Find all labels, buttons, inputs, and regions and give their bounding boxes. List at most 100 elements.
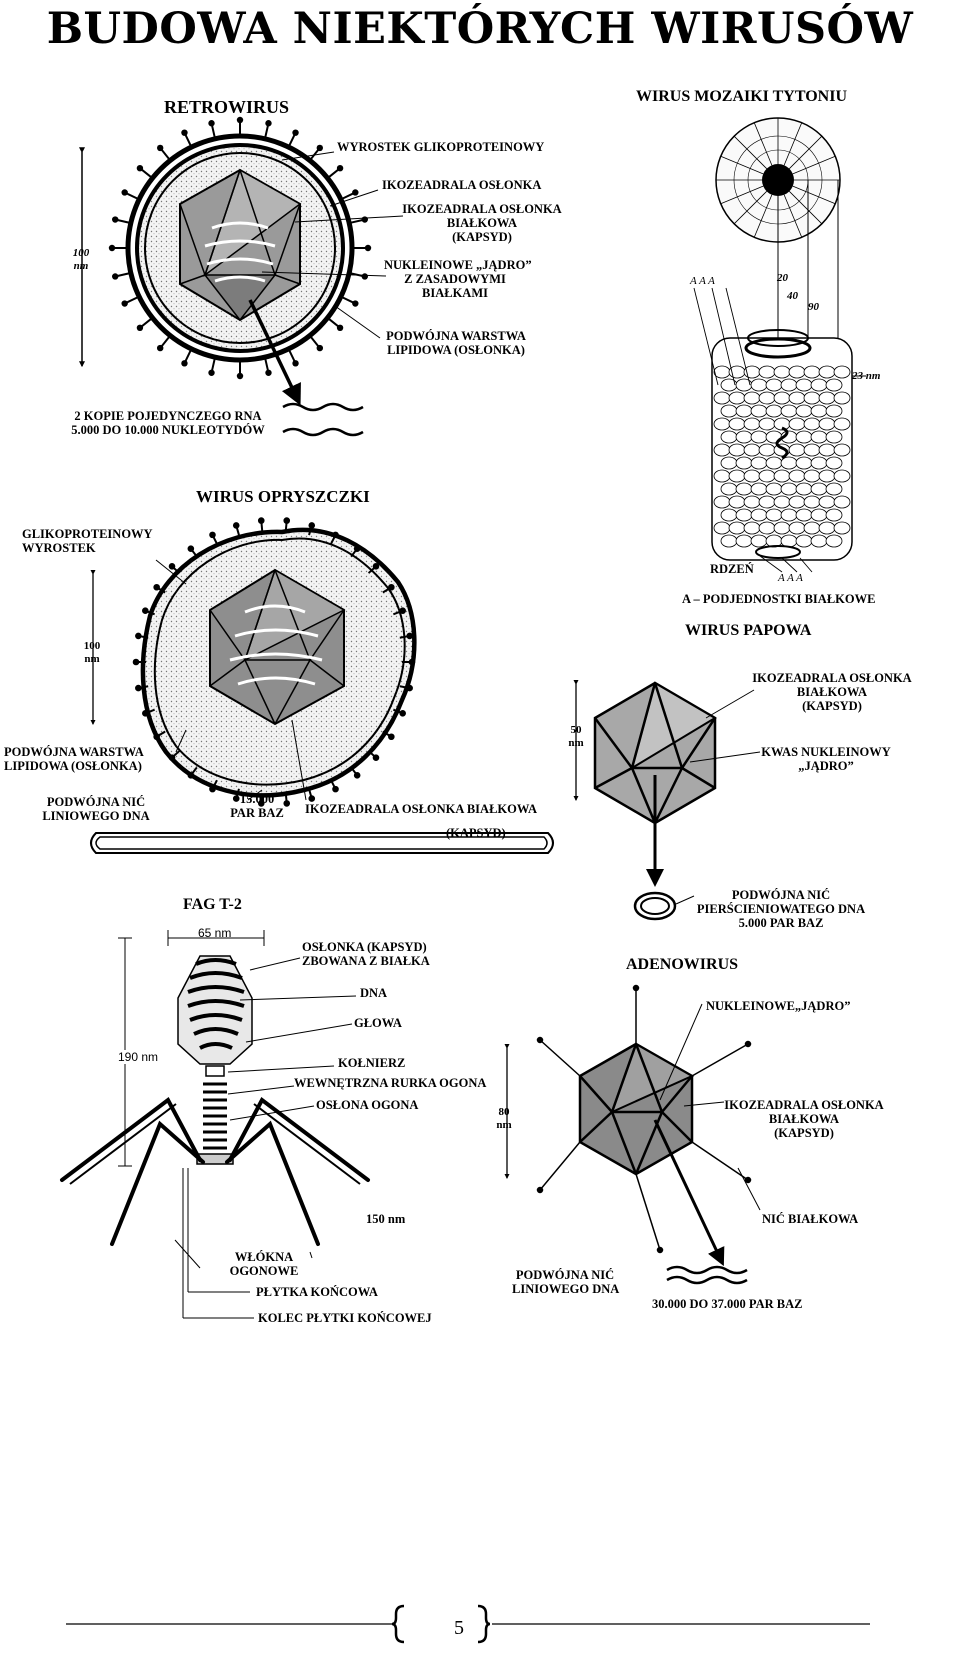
adenovirus-heading: ADENOWIRUS	[626, 956, 739, 973]
herpes-dna-line1: PODWÓJNA NIĆ	[46, 795, 146, 809]
herpes-lipid-line2: LIPIDOWA (OSŁONKA)	[4, 759, 142, 773]
adeno-scale-unit: nm	[496, 1119, 512, 1131]
phage-label-collar: KOŁNIERZ	[338, 1056, 406, 1070]
phage-heading: FAG T-2	[183, 896, 242, 913]
papova-label-nucleic: KWAS NUKLEINOWY „JĄDRO”	[760, 745, 892, 773]
page-number: 5	[454, 1617, 464, 1639]
phage-capsid-line2: ZBOWANA Z BIAŁKA	[302, 954, 430, 968]
retro-capsid-line3: (KAPSYD)	[452, 230, 512, 244]
retro-rna-line2: 5.000 DO 10.000 NUKLEOTYDÓW	[71, 423, 265, 437]
phage-capsid-line1: OSŁONKA (KAPSYD)	[302, 940, 427, 954]
adeno-dna-line2: LINIOWEGO DNA	[512, 1282, 620, 1296]
retro-lipid-line1: PODWÓJNA WARSTWA	[386, 329, 526, 343]
retro-core-line3: BIAŁKAMI	[422, 286, 488, 300]
retro-scale-unit: nm	[73, 260, 89, 272]
phage-drawing	[60, 930, 370, 1319]
phage-dim-65: 65 nm	[198, 926, 232, 940]
adeno-label-dna: PODWÓJNA NIĆ LINIOWEGO DNA	[512, 1268, 620, 1296]
retro-capsid-line1: IKOZEADRALA OSŁONKA	[402, 202, 562, 216]
tmv-a-top: A A A	[690, 275, 715, 287]
herpes-drawing	[90, 517, 554, 854]
papova-dna-line2: PIERŚCIENIOWATEGO DNA	[696, 902, 866, 916]
herpes-dna-line2: LINIOWEGO DNA	[42, 809, 150, 823]
page-title: BUDOWA NIEKTÓRYCH WIRUSÓW	[46, 4, 914, 54]
retro-label-lipid: PODWÓJNA WARSTWA LIPIDOWA (OSŁONKA)	[380, 329, 532, 357]
herpes-scale-label: 100 nm	[78, 640, 106, 666]
retro-scale-value: 100	[72, 247, 90, 259]
tmv-dim-90: 90	[808, 301, 819, 313]
adeno-label-fiber: NIĆ BIAŁKOWA	[762, 1212, 859, 1226]
retrovirus-heading: RETROWIRUS	[164, 97, 290, 117]
tmv-dim-20: 20	[777, 272, 788, 284]
phage-label-inner-tube: WEWNĘTRZNA RURKA OGONA	[294, 1076, 487, 1090]
adeno-capsid-line1: IKOZEADRALA OSŁONKA	[724, 1098, 884, 1112]
retro-label-glycoprotein: WYROSTEK GLIKOPROTEINOWY	[337, 140, 545, 154]
tmv-legend: A – PODJEDNOSTKI BIAŁKOWE	[682, 592, 876, 606]
page-footer	[66, 1604, 870, 1644]
adeno-scale-value: 80	[498, 1106, 510, 1118]
adeno-capsid-line3: (KAPSYD)	[774, 1126, 834, 1140]
papova-dna-line3: 5.000 PAR BAZ	[738, 916, 824, 930]
herpes-lipid-line1: PODWÓJNA WARSTWA	[4, 745, 144, 759]
phage-dim-190: 190 nm	[118, 1050, 159, 1064]
tmv-heading: WIRUS MOZAIKI TYTONIU	[636, 88, 848, 105]
phage-label-fibers: WŁÓKNA OGONOWE	[228, 1250, 300, 1278]
phage-label-capsid: OSŁONKA (KAPSYD) ZBOWANA Z BIAŁKA	[302, 940, 430, 968]
adenovirus-drawing	[504, 984, 761, 1285]
phage-label-dna: DNA	[360, 986, 388, 1000]
herpes-label-capsid: IKOZEADRALA OSŁONKA BIAŁKOWA	[305, 802, 537, 816]
retro-scale-label: 100 nm	[67, 247, 95, 273]
tmv-dim-40: 40	[787, 290, 798, 302]
adeno-label-basepairs: 30.000 DO 37.000 PAR BAZ	[652, 1297, 803, 1311]
phage-label-head: GŁOWA	[354, 1016, 402, 1030]
retro-capsid-line2: BIAŁKOWA	[446, 216, 518, 230]
herpes-bp-line2: PAR BAZ	[230, 806, 284, 820]
retro-label-rna: 2 KOPIE POJEDYNCZEGO RNA 5.000 DO 10.000…	[70, 409, 266, 437]
papova-drawing	[573, 679, 761, 921]
phage-fibers-line1: WŁÓKNA	[234, 1250, 294, 1264]
adeno-label-core: NUKLEINOWE„JĄDRO”	[706, 999, 851, 1013]
retro-label-envelope: IKOZEADRALA OSŁONKA	[382, 178, 542, 192]
papova-nucleic-line1: KWAS NUKLEINOWY	[761, 745, 891, 759]
adeno-scale-label: 80 nm	[490, 1106, 518, 1132]
adeno-capsid-line2: BIAŁKOWA	[768, 1112, 840, 1126]
phage-fibers-line2: OGONOWE	[229, 1264, 299, 1278]
papova-capsid-line3: (KAPSYD)	[802, 699, 862, 713]
herpes-label-basepairs: 15.000 PAR BAZ	[226, 792, 288, 820]
herpes-scale-value: 100	[83, 640, 101, 652]
adeno-dna-line1: PODWÓJNA NIĆ	[515, 1268, 615, 1282]
retro-label-capsid: IKOZEADRALA OSŁONKA BIAŁKOWA (KAPSYD)	[396, 202, 568, 244]
herpes-label-dna: PODWÓJNA NIĆ LINIOWEGO DNA	[40, 795, 152, 823]
papova-dna-line1: PODWÓJNA NIĆ	[731, 888, 831, 902]
papova-heading: WIRUS PAPOWA	[685, 622, 812, 639]
herpes-label-glycoprotein: GLIKOPROTEINOWY WYROSTEK	[22, 527, 153, 555]
tmv-label-core: RDZEŃ	[710, 562, 754, 576]
herpes-glyco-line1: GLIKOPROTEINOWY	[22, 527, 153, 541]
herpes-heading: WIRUS OPRYSZCZKI	[196, 487, 370, 506]
phage-label-baseplate: PŁYTKA KOŃCOWA	[256, 1285, 378, 1299]
herpes-bp-line1: 15.000	[239, 792, 275, 806]
tmv-dim-23: 23 nm	[852, 370, 881, 382]
papova-nucleic-line2: „JĄDRO”	[798, 759, 854, 773]
retro-label-core: NUKLEINOWE „JĄDRO” Z ZASADOWYMI BIAŁKAMI	[384, 258, 532, 300]
herpes-label-capsid-paren: (KAPSYD)	[446, 826, 506, 840]
retro-lipid-line2: LIPIDOWA (OSŁONKA)	[387, 343, 525, 357]
tmv-drawing	[693, 117, 866, 573]
papova-scale-value: 50	[570, 724, 582, 736]
adeno-label-capsid: IKOZEADRALA OSŁONKA BIAŁKOWA (KAPSYD)	[722, 1098, 886, 1140]
papova-capsid-line2: BIAŁKOWA	[796, 685, 868, 699]
herpes-glyco-line2: WYROSTEK	[22, 541, 96, 555]
retrovirus-drawing	[79, 116, 404, 437]
herpes-label-lipid: PODWÓJNA WARSTWA LIPIDOWA (OSŁONKA)	[4, 745, 144, 773]
retro-core-line1: NUKLEINOWE „JĄDRO”	[384, 258, 532, 272]
papova-scale-label: 50 nm	[562, 724, 590, 750]
phage-label-baseplate-spike: KOLEC PŁYTKI KOŃCOWEJ	[258, 1311, 432, 1325]
phage-dim-150: 150 nm	[366, 1212, 406, 1226]
papova-label-capsid: IKOZEADRALA OSŁONKA BIAŁKOWA (KAPSYD)	[752, 671, 912, 713]
retrovirus-spikes	[108, 116, 372, 380]
retro-rna-line1: 2 KOPIE POJEDYNCZEGO RNA	[74, 409, 262, 423]
phage-label-sheath: OSŁONA OGONA	[316, 1098, 419, 1112]
papova-label-dna: PODWÓJNA NIĆ PIERŚCIENIOWATEGO DNA 5.000…	[696, 888, 866, 930]
papova-scale-unit: nm	[568, 737, 584, 749]
